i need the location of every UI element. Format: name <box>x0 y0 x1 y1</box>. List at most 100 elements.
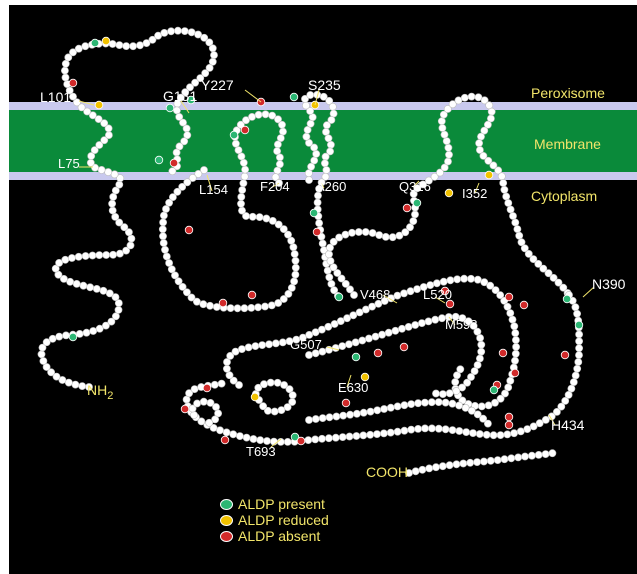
residue-bead <box>218 380 225 387</box>
residue-bead <box>289 392 296 399</box>
residue-bead <box>432 316 439 323</box>
residue-bead <box>405 323 412 330</box>
marker-absent <box>241 126 249 134</box>
residue-bead <box>87 284 94 291</box>
residue-bead <box>62 332 69 339</box>
residue-bead <box>256 214 263 221</box>
legend-dot-present <box>220 499 233 510</box>
protein-chain <box>38 27 583 477</box>
marker-absent <box>297 437 305 445</box>
residue-bead <box>476 355 483 362</box>
residue-bead <box>105 168 112 175</box>
region-label-membrane: Membrane <box>534 137 601 151</box>
residue-bead <box>438 118 445 125</box>
residue-bead <box>385 329 392 336</box>
residue-bead <box>263 215 270 222</box>
region-label-cytoplasm: Cytoplasm <box>531 189 597 203</box>
chain-segment <box>183 291 583 445</box>
residue-bead <box>245 344 252 351</box>
residue-bead <box>432 464 439 471</box>
residue-label-e630: E630 <box>338 381 368 394</box>
residue-bead <box>93 285 100 292</box>
residue-bead <box>487 457 494 464</box>
residue-bead <box>443 138 450 145</box>
residue-bead <box>103 251 110 258</box>
residue-bead <box>367 408 374 415</box>
residue-bead <box>528 452 535 459</box>
residue-bead <box>463 429 470 436</box>
residue-bead <box>255 111 262 118</box>
residue-bead <box>503 193 510 200</box>
legend-label-absent: ALDP absent <box>238 528 320 544</box>
residue-bead <box>200 398 207 405</box>
residue-bead <box>322 153 329 160</box>
residue-bead <box>240 180 247 187</box>
residue-bead <box>325 435 332 442</box>
residue-bead <box>160 219 167 226</box>
residue-bead <box>453 461 460 468</box>
residue-bead <box>62 256 69 263</box>
residue-bead <box>291 250 298 257</box>
residue-bead <box>116 42 123 49</box>
residue-bead <box>394 292 401 299</box>
residue-bead <box>407 288 414 295</box>
residue-bead <box>161 246 168 253</box>
residue-bead <box>340 412 347 419</box>
residue-bead <box>312 436 319 443</box>
marker-absent <box>499 349 507 357</box>
residue-bead <box>68 254 75 261</box>
residue-bead <box>380 430 387 437</box>
residue-bead <box>194 400 201 407</box>
residue-bead <box>326 414 333 421</box>
residue-bead <box>572 372 579 379</box>
marker-absent <box>505 421 513 429</box>
marker-absent <box>185 226 193 234</box>
residue-bead <box>454 276 461 283</box>
residue-bead <box>477 334 484 341</box>
label-pointer-line <box>245 90 261 102</box>
residue-bead <box>516 232 523 239</box>
residue-bead <box>96 252 103 259</box>
residue-bead <box>313 150 320 157</box>
residue-bead <box>323 122 330 129</box>
residue-bead <box>477 133 484 140</box>
marker-present <box>413 199 421 207</box>
residue-bead <box>401 427 408 434</box>
residue-bead <box>419 466 426 473</box>
residue-bead <box>511 357 518 364</box>
residue-bead <box>72 381 79 388</box>
marker-present <box>69 333 77 341</box>
residue-bead <box>480 458 487 465</box>
residue-bead <box>325 251 332 258</box>
residue-bead <box>421 425 428 432</box>
residue-label-v468: V468 <box>360 288 390 301</box>
residue-bead <box>168 28 175 35</box>
residue-bead <box>401 402 408 409</box>
residue-bead <box>360 432 367 439</box>
residue-label-s235: S235 <box>308 78 341 92</box>
residue-bead <box>284 438 291 445</box>
residue-bead <box>504 431 511 438</box>
residue-bead <box>549 450 556 457</box>
residue-bead <box>100 287 107 294</box>
residue-bead <box>80 282 87 289</box>
residue-bead <box>512 336 519 343</box>
residue-bead <box>512 330 519 337</box>
residue-bead <box>274 141 281 148</box>
residue-bead <box>505 199 512 206</box>
residue-bead <box>291 278 298 285</box>
residue-bead <box>163 253 170 260</box>
residue-bead <box>456 402 463 409</box>
residue-bead <box>474 276 481 283</box>
residue-bead <box>542 451 549 458</box>
marker-absent <box>400 343 408 351</box>
residue-bead <box>305 170 312 177</box>
residue-bead <box>248 304 255 311</box>
residue-bead <box>411 211 418 218</box>
residue-bead <box>130 43 137 50</box>
residue-bead <box>428 399 435 406</box>
residue-bead <box>445 144 452 151</box>
residue-bead <box>433 280 440 287</box>
residue-bead <box>257 437 264 444</box>
marker-absent <box>170 159 178 167</box>
